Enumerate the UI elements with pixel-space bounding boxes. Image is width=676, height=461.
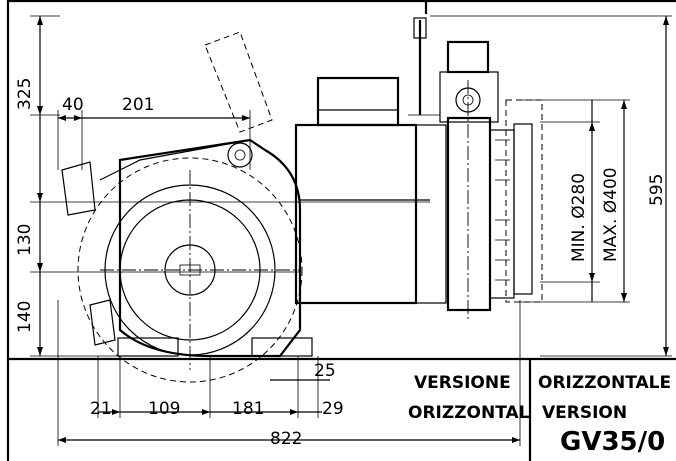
- dim-max-400: MAX. Ø400: [601, 167, 621, 262]
- dim-21: 21: [90, 399, 112, 419]
- title-orizzontal: ORIZZONTAL: [408, 403, 530, 423]
- dim-40: 40: [62, 95, 84, 115]
- dim-201: 201: [122, 95, 154, 115]
- title-versione: VERSIONE: [414, 373, 511, 393]
- dim-181: 181: [232, 399, 264, 419]
- dim-130: 130: [15, 224, 35, 256]
- dim-109: 109: [148, 399, 180, 419]
- drawing-frame: [6, 0, 676, 461]
- title-version: VERSION: [542, 403, 627, 423]
- motor-housing: [294, 76, 447, 305]
- gearbox: [61, 31, 313, 383]
- right-dimension-595: [430, 15, 672, 357]
- dim-325: 325: [15, 78, 35, 110]
- traction-sheave: [446, 99, 543, 312]
- model-number: GV35/0: [560, 427, 665, 457]
- dim-min-280: MIN. Ø280: [569, 173, 589, 262]
- bottom-dimension-chain: [57, 300, 521, 446]
- top-dimension-chain: [57, 110, 251, 170]
- dim-29: 29: [322, 399, 344, 419]
- dim-140: 140: [15, 301, 35, 333]
- dim-822: 822: [270, 429, 302, 449]
- center-lines: [100, 80, 469, 370]
- title-orizzontale: ORIZZONTALE: [538, 373, 671, 393]
- brake-assembly: [408, 17, 499, 123]
- dim-25: 25: [314, 361, 336, 381]
- left-dimension-chain: [30, 15, 430, 357]
- dim-595: 595: [647, 174, 667, 206]
